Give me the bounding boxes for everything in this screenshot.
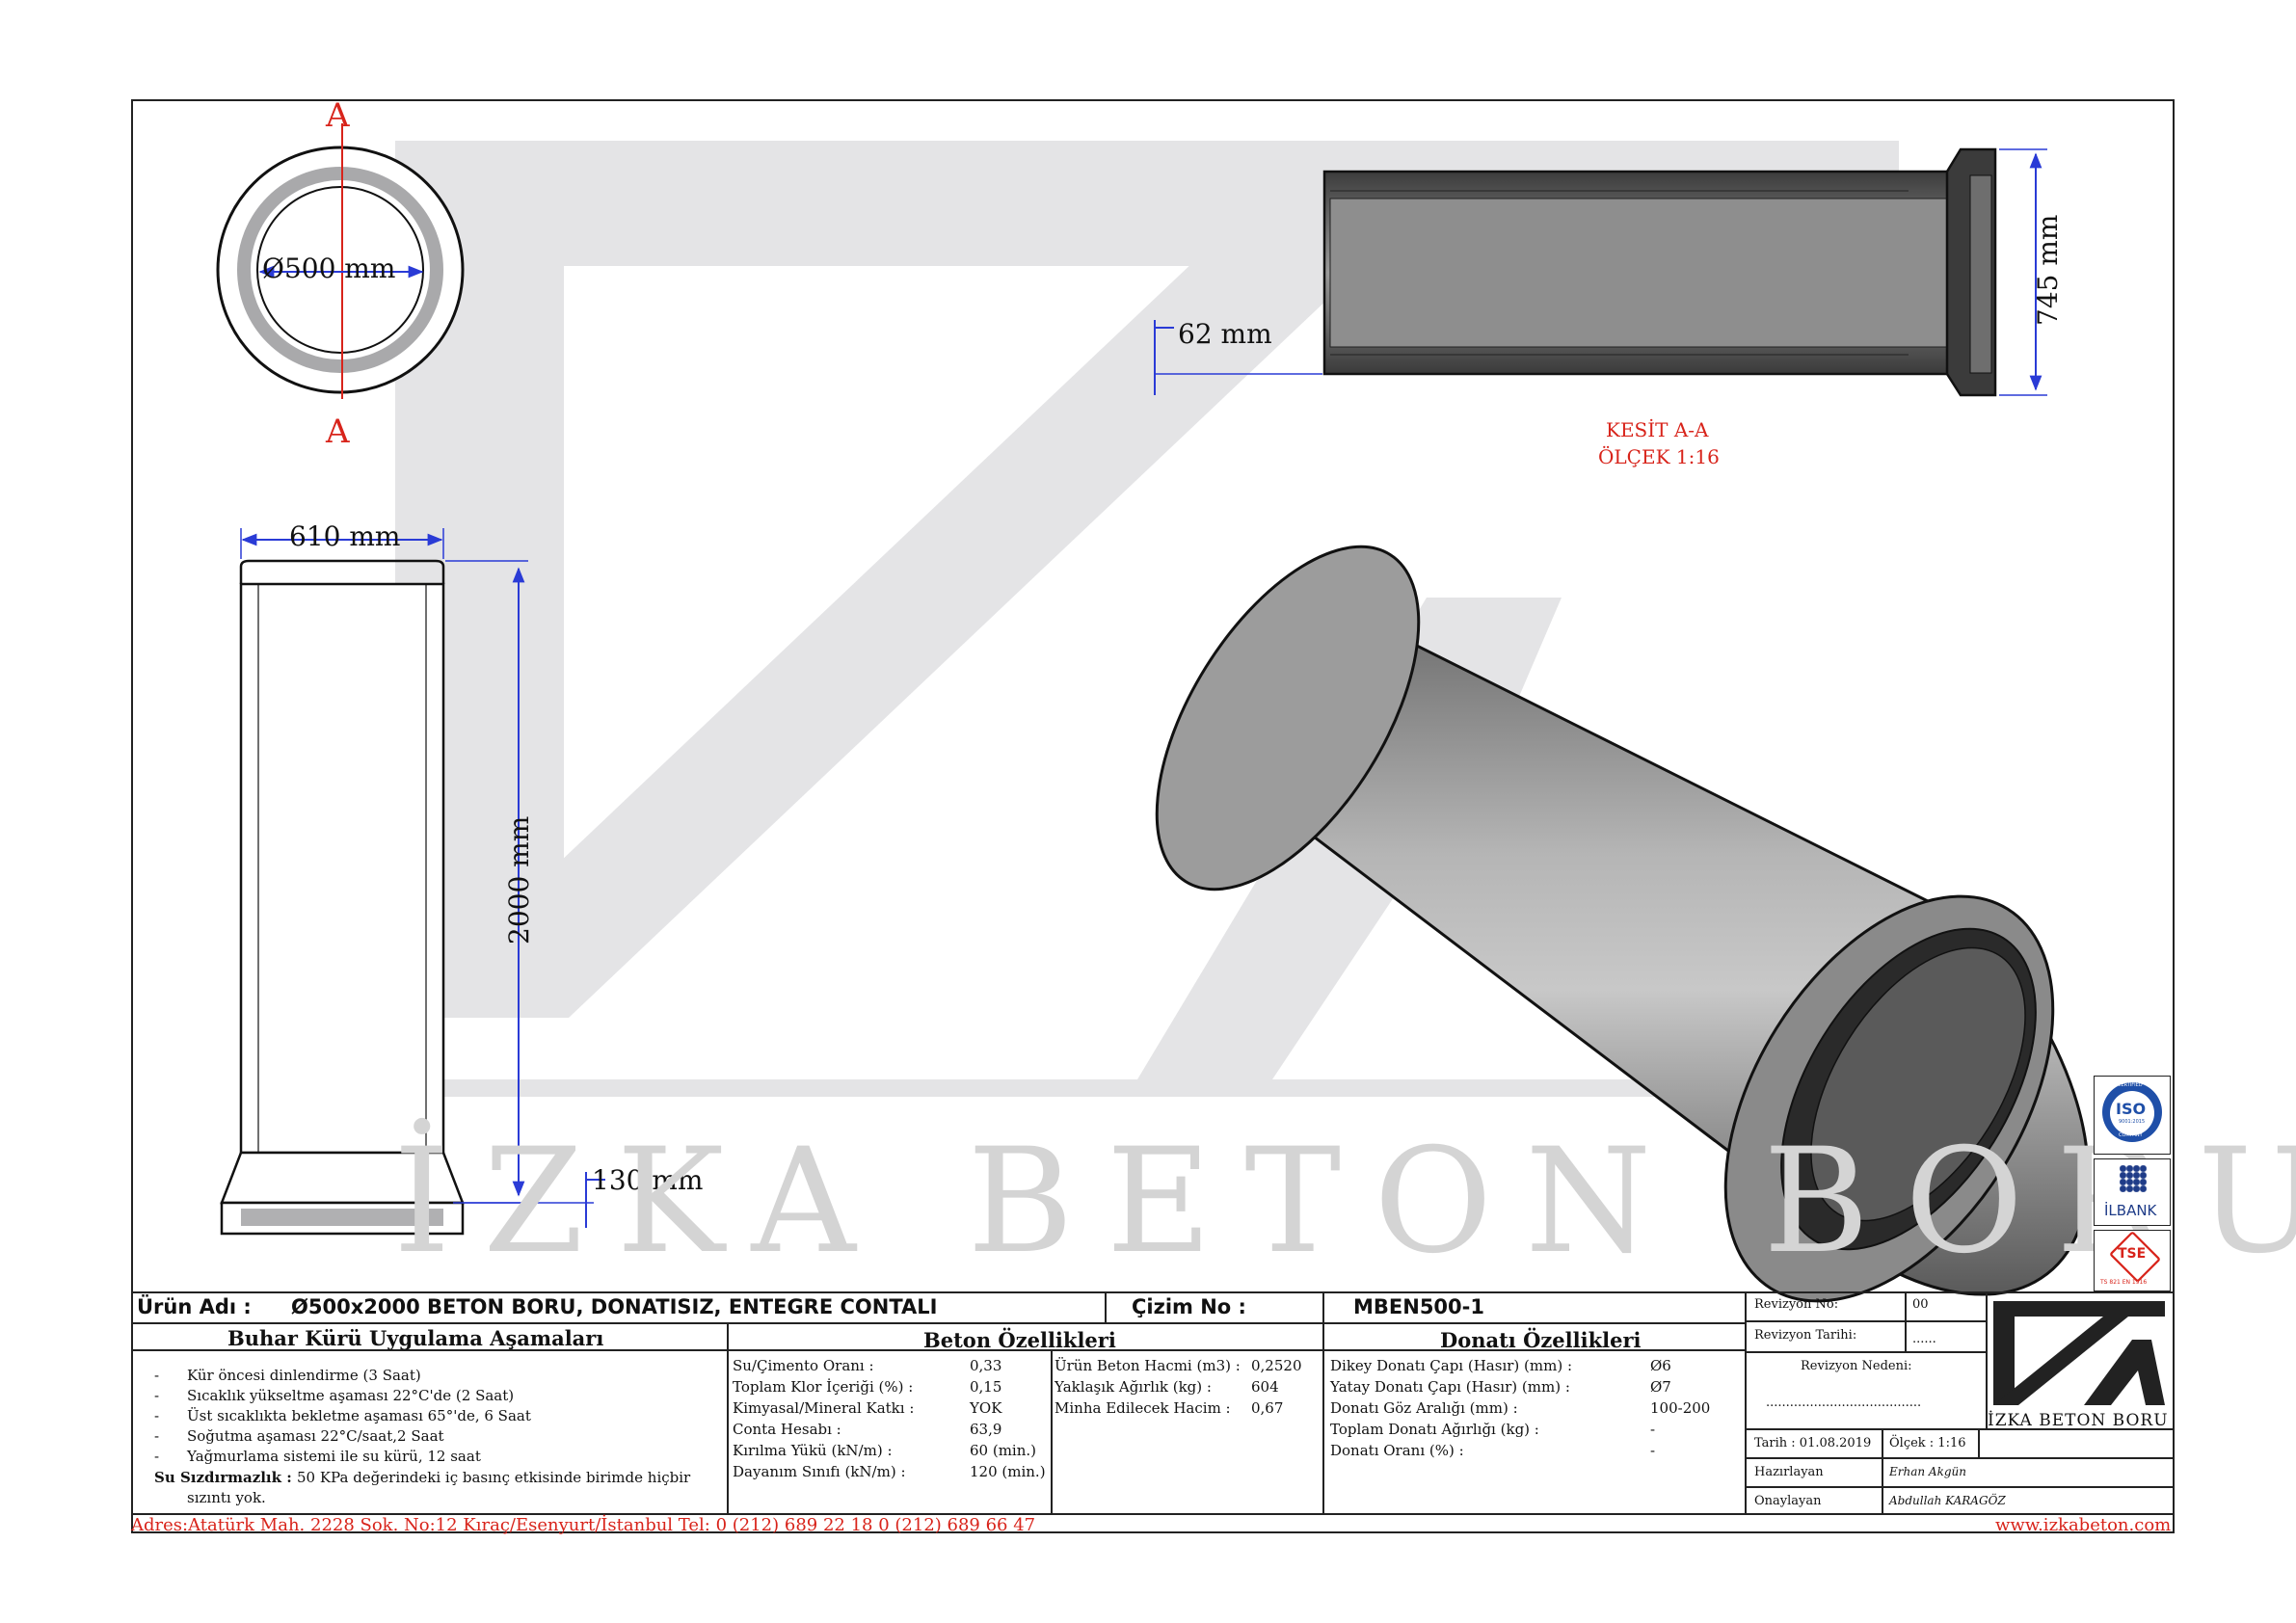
section-marker-top: A [326, 96, 350, 135]
rebar-prop-label: Donatı Oranı (%) : [1330, 1442, 1464, 1459]
concrete-prop-label: Dayanım Sınıfı (kN/m) : [733, 1463, 906, 1480]
curing-step: Üst sıcaklıkta bekletme aşaması 65°'de, … [187, 1407, 531, 1424]
concrete-prop-value: 63,9 [970, 1421, 1002, 1438]
prepared-by-label: Hazırlayan [1754, 1465, 1824, 1479]
rebar-prop-value: Ø6 [1650, 1357, 1671, 1374]
scale: Ölçek : 1:16 [1889, 1436, 1966, 1450]
leak-test-text-cont: sızıntı yok. [187, 1489, 266, 1506]
curing-bullet: - [154, 1367, 160, 1384]
footer-website[interactable]: www.izkabeton.com [1995, 1515, 2172, 1535]
concrete-prop-label: Conta Hesabı : [733, 1421, 841, 1438]
iso-label: ISO [2116, 1100, 2147, 1118]
rebar-prop-label: Yatay Donatı Çapı (Hasır) (mm) : [1330, 1378, 1570, 1396]
rebar-prop-label: Donatı Göz Aralığı (mm) : [1330, 1399, 1518, 1417]
ilbank-label: İLBANK [2104, 1202, 2157, 1219]
concrete-heading: Beton Özellikleri [923, 1328, 1116, 1352]
concrete-prop-value: 120 (min.) [970, 1463, 1046, 1480]
tse-logo: TSE TS 821 EN 1916 [2094, 1230, 2171, 1291]
curing-step: Soğutma aşaması 22°C/saat,2 Saat [187, 1427, 444, 1445]
date: Tarih : 01.08.2019 [1754, 1436, 1872, 1450]
tse-label: TSE [2118, 1246, 2147, 1262]
socket-length-label: 130 mm [592, 1164, 704, 1196]
approved-by-label: Onaylayan [1754, 1494, 1822, 1508]
revision-reason: ....................................... [1766, 1396, 1922, 1410]
leak-test-text: 50 KPa değerindeki iç basınç etkisinde b… [297, 1469, 691, 1486]
curing-heading: Buhar Kürü Uygulama Aşamaları [227, 1326, 604, 1350]
outer-width-label: 610 mm [289, 520, 401, 552]
inner-diameter-label: Ø500 mm [262, 253, 396, 284]
concrete-prop-label: Su/Çimento Oranı : [733, 1357, 874, 1374]
rebar-prop-value: Ø7 [1650, 1378, 1671, 1396]
concrete-prop-value: 604 [1251, 1378, 1279, 1396]
footer-address: Adres:Atatürk Mah. 2228 Sok. No:12 Kıraç… [131, 1515, 1036, 1535]
concrete-prop-label: Yaklaşık Ağırlık (kg) : [1055, 1378, 1212, 1396]
drawing-frame [131, 99, 2175, 1533]
concrete-prop-value: 0,33 [970, 1357, 1002, 1374]
curing-step: Sıcaklık yükseltme aşaması 22°C'de (2 Sa… [187, 1387, 515, 1404]
curing-bullet: - [154, 1448, 160, 1465]
wall-thickness-label: 62 mm [1178, 318, 1272, 350]
approved-by-signature: Abdullah KARAGÖZ [1889, 1494, 2006, 1507]
tse-standard-label: TS 821 EN 1916 [2100, 1279, 2148, 1286]
revision-date: ...... [1912, 1332, 1936, 1346]
drawing-no: MBEN500-1 [1353, 1295, 1484, 1318]
revision-no: 00 [1912, 1297, 1929, 1312]
concrete-prop-label: Toplam Klor İçeriği (%) : [733, 1378, 914, 1396]
section-marker-bottom: A [326, 412, 350, 451]
length-label: 2000 mm [503, 815, 535, 945]
section-view [1154, 147, 2047, 397]
iso-certificate-logo: ISO CERTIFIED 9001:2015 COMPANY [2094, 1076, 2171, 1155]
ilbank-logo: İLBANK [2094, 1158, 2171, 1226]
rebar-heading: Donatı Özellikleri [1440, 1328, 1642, 1352]
rebar-prop-value: 100-200 [1650, 1399, 1711, 1417]
section-scale: ÖLÇEK 1:16 [1598, 445, 1720, 468]
concrete-prop-label: Kimyasal/Mineral Katkı : [733, 1399, 915, 1417]
section-height-label: 745 mm [2032, 214, 2064, 326]
revision-date-label: Revizyon Tarihi: [1754, 1328, 1857, 1343]
watermark-text: İZKA BETON BORU [393, 1118, 2296, 1286]
rebar-prop-label: Toplam Donatı Ağırlığı (kg) : [1330, 1421, 1539, 1438]
curing-bullet: - [154, 1387, 160, 1404]
concrete-prop-value: 0,15 [970, 1378, 1002, 1396]
concrete-prop-label: Kırılma Yükü (kN/m) : [733, 1442, 893, 1459]
curing-step: Kür öncesi dinlendirme (3 Saat) [187, 1367, 421, 1384]
iso-certified-label: CERTIFIED [2118, 1082, 2143, 1088]
side-elevation [220, 528, 605, 1236]
curing-step: Yağmurlama sistemi ile su kürü, 12 saat [187, 1448, 481, 1465]
rebar-prop-value: - [1650, 1442, 1656, 1459]
company-logo-text: İZKA BETON BORU [1988, 1411, 2169, 1430]
rebar-prop-label: Dikey Donatı Çapı (Hasır) (mm) : [1330, 1357, 1573, 1374]
iso-company-label: COMPANY [2119, 1132, 2143, 1138]
concrete-prop-value: YOK [970, 1399, 1002, 1417]
concrete-prop-value: 60 (min.) [970, 1442, 1037, 1459]
curing-bullet: - [154, 1407, 160, 1424]
section-title: KESİT A-A [1606, 418, 1709, 441]
product-name-label: Ürün Adı : [137, 1295, 252, 1318]
concrete-prop-label: Minha Edilecek Hacim : [1055, 1399, 1231, 1417]
prepared-by-signature: Erhan Akgün [1889, 1465, 1966, 1478]
rebar-prop-value: - [1650, 1421, 1656, 1438]
concrete-prop-value: 0,67 [1251, 1399, 1284, 1417]
front-view [216, 123, 465, 399]
curing-bullet: - [154, 1427, 160, 1445]
product-name: Ø500x2000 BETON BORU, DONATISIZ, ENTEGRE… [291, 1295, 938, 1318]
drawing-no-label: Çizim No : [1132, 1295, 1246, 1318]
isometric-pipe [1155, 545, 2090, 1303]
concrete-prop-label: Ürün Beton Hacmi (m3) : [1055, 1357, 1241, 1374]
iso-standard-label: 9001:2015 [2119, 1119, 2146, 1125]
concrete-prop-value: 0,2520 [1251, 1357, 1302, 1374]
revision-reason-label: Revizyon Nedeni: [1801, 1359, 1912, 1373]
revision-no-label: Revizyon No: [1754, 1297, 1839, 1312]
company-logo-mark [1993, 1301, 2165, 1405]
leak-test-label: Su Sızdırmazlık : [154, 1469, 292, 1486]
